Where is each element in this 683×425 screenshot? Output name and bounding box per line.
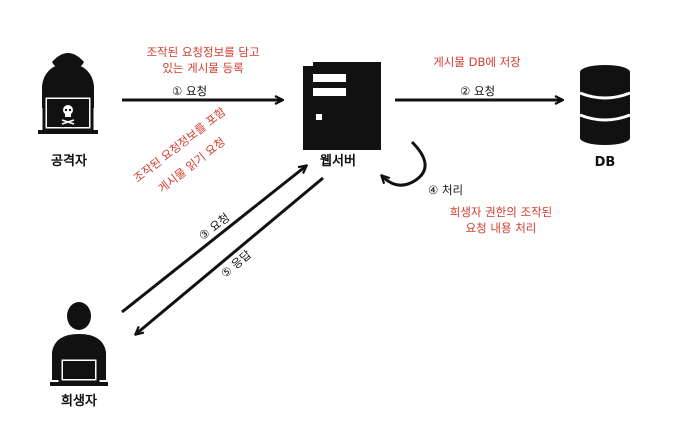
victim-label: 희생자 — [61, 394, 97, 409]
hooded-hacker-icon — [38, 53, 98, 134]
step4-note-line1: 희생자 권한의 조작된 — [449, 205, 553, 219]
step2-label: ② 요청 — [460, 84, 496, 98]
step4-label: ④ 처리 — [428, 183, 464, 197]
step1-note-line2: 있는 게시물 등록 — [162, 61, 244, 75]
server-tower-icon — [303, 62, 381, 150]
arrow-step5 — [136, 176, 324, 334]
attacker-label: 공격자 — [51, 154, 87, 169]
step4-note-line2: 요청 내용 처리 — [465, 221, 537, 235]
database-cylinder-icon — [579, 65, 631, 145]
step1-note-line1: 조작된 요청정보를 담고 — [146, 45, 260, 59]
step1-label: ① 요청 — [172, 84, 208, 98]
arrow-step4-loop — [382, 140, 427, 187]
step2-note: 게시물 DB에 저장 — [433, 55, 521, 69]
db-label: DB — [594, 155, 616, 170]
arrow-step3 — [121, 166, 306, 314]
webserver-label: 웹서버 — [320, 154, 356, 169]
user-laptop-icon — [50, 302, 108, 386]
